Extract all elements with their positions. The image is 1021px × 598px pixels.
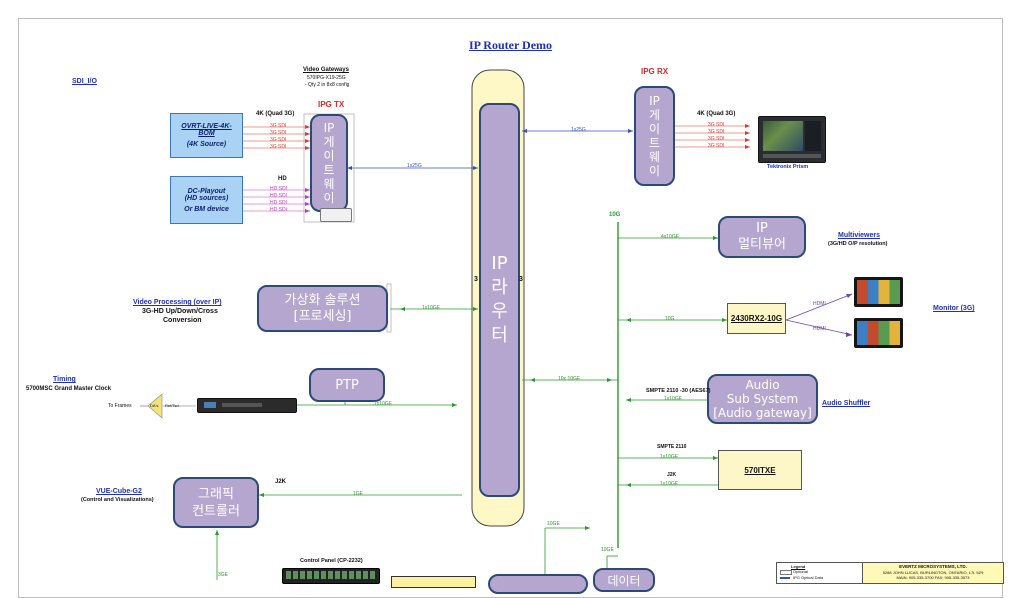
bottom-block-partial[interactable]: [488, 574, 588, 594]
sdi-3g-rx-1: 3G SDI: [708, 129, 725, 135]
ovrt-line3: (4K Source): [186, 141, 227, 148]
vue-label: VUE-Cube-G2: [96, 488, 142, 495]
page-title: IP Router Demo: [468, 38, 553, 52]
sdi-3g-rx-2: 3G SDI: [708, 136, 725, 142]
multiviewers-sub: (3G/HD O/P resolution): [828, 241, 888, 247]
quad3g-rx-label: 4K (Quad 3G): [697, 111, 736, 117]
ipg-rx-label: IPG RX: [641, 67, 669, 76]
sdi-lines-tx: [243, 126, 310, 149]
sdi-hd-1: HD SDI: [270, 193, 287, 199]
gateway-note: - Qty 2 in 8x8 config: [305, 82, 350, 88]
ovrt-source-box: OVRT-LIVE-4K- BOM (4K Source): [170, 113, 243, 158]
gateway-model: 570IPG-X19-25G: [307, 75, 346, 81]
ptp-block[interactable]: PTP: [309, 368, 385, 402]
virtualization-solution[interactable]: 가상화 솔루션 [프로세싱]: [257, 285, 388, 332]
company-name: EVERTZ MICROSYSTEMS, LTD.: [899, 564, 967, 569]
sdi-3g-0: 3G SDI: [270, 123, 287, 129]
three-ge-label: 3GE: [218, 572, 229, 578]
bus-10g-label: 10G: [609, 212, 621, 218]
control-panel-device: [282, 568, 380, 584]
mv-link-label: 4x10GE: [661, 234, 680, 240]
quad3g-tx-label: 4K (Quad 3G): [256, 111, 295, 117]
tx-router-link-label: 1x25G: [407, 163, 422, 169]
sdi-3g-3: 3G SDI: [270, 144, 287, 150]
graphic-link-label: 1GE: [353, 491, 364, 497]
bottom-yellow-partial: [391, 576, 476, 588]
ovrt-line2: BOM: [198, 130, 215, 137]
rx2-box[interactable]: 2430RX2-10G: [727, 303, 786, 334]
master-clock-device: [197, 398, 297, 413]
company-phone: MAIN: 905-335-3700 FAX: 905-335-3573: [896, 575, 970, 580]
router-audio-link-label: 10x 10GE: [558, 376, 581, 382]
virt-link-label: 1x10GE: [422, 305, 441, 311]
legend-title: Legend: [791, 564, 806, 569]
sdi-hd-2: HD SDI: [270, 200, 287, 206]
router-rx-link-label: 1x25G: [571, 127, 586, 133]
sdi-3g-2: 3G SDI: [270, 137, 287, 143]
control-panel-label: Control Panel (CP-2232): [300, 558, 363, 564]
monitor-device-2: [854, 318, 903, 348]
dc-line2: (HD sources): [184, 194, 229, 202]
hdmi-label-2: HDMI: [813, 326, 826, 332]
to-frames-label: To Frames: [108, 403, 132, 409]
ovrt-line1: OVRT-LIVE-4K-: [181, 123, 232, 130]
sdi-3g-rx-3: 3G SDI: [708, 143, 725, 149]
ip-multiviewer[interactable]: IP 멀티뷰어: [718, 216, 806, 258]
ip-router[interactable]: IP 라 우 터: [479, 103, 520, 497]
multiviewers-label: Multiviewers: [838, 232, 881, 239]
video-processing-sub2: Conversion: [163, 317, 202, 324]
sdi-3g-1: 3G SDI: [270, 130, 287, 136]
ipg-tx-label: IPG TX: [318, 100, 345, 109]
hdmi-label-1: HDMI: [813, 301, 826, 307]
sdi-lines-rx: [675, 125, 750, 148]
sdi-hd-3: HD SDI: [270, 207, 287, 213]
legend-box: Legend Optional IPG Optical Data: [776, 562, 864, 584]
itxe-link1-label: 1x10GE: [660, 454, 679, 460]
hd-label: HD: [278, 176, 287, 182]
legend-ipg-optical: IPG Optical Data: [793, 575, 824, 580]
vue-sub: (Control and Visualizations): [81, 497, 154, 503]
ipg-tx-gateway[interactable]: IP 게 이 트 웨 이: [310, 114, 348, 212]
router-side-left: 3: [474, 276, 478, 283]
audio-shuffler-label: Audio Shuffler: [822, 400, 871, 407]
company-address: 5288 JOHN LUCAS, BURLINGTON, ONTARIO, L7…: [882, 570, 984, 575]
itxe-smpte-label: SMPTE 2110: [657, 444, 687, 450]
bottom-10ge-b: 10GE: [601, 547, 614, 553]
smpte-aes-label: SMPTE 2110 -30 (AES67): [646, 388, 711, 394]
monitor-device-1: [854, 277, 903, 307]
audio-subsystem[interactable]: Audio Sub System [Audio gateway]: [707, 374, 818, 424]
bottom-10ge-a: 10GE: [547, 521, 560, 527]
company-info-box: EVERTZ MICROSYSTEMS, LTD. 5288 JOHN LUCA…: [862, 562, 1004, 584]
timing-label: Timing: [53, 376, 76, 383]
da-label: DA's: [150, 403, 159, 408]
timing-sub: 5700MSC Grand Master Clock: [26, 386, 112, 392]
legend-optional: Optional: [793, 569, 808, 574]
video-processing-label: Video Processing (over IP): [133, 299, 222, 306]
audio-link-label: 1x10GE: [664, 396, 683, 402]
data-block-partial[interactable]: 데이터: [593, 568, 655, 592]
itxe-link2-label: 1x10GE: [660, 481, 679, 487]
dc-source-box: DC-Playout (HD sources) Or BM device: [170, 176, 243, 224]
gateway-card-device: [320, 208, 352, 222]
sdi-io-label: SDI_I/O: [72, 78, 97, 85]
rx2-link-label: 10G: [665, 316, 675, 322]
dc-line1: DC-Playout: [187, 187, 226, 195]
tektronix-prism-device: [758, 116, 826, 163]
hd-lines-tx: [243, 189, 310, 212]
dc-line3: Or BM device: [184, 205, 229, 213]
video-processing-sub1: 3G-HD Up/Down/Cross: [142, 308, 218, 315]
monitor-label: Monitor (3G): [933, 305, 975, 312]
sdi-hd-0: HD SDI: [270, 186, 287, 192]
ref-label: Ref/Tsd: [165, 403, 179, 408]
j2k-graphic-label: J2K: [275, 479, 287, 485]
video-gateways-header: Video Gateways: [303, 67, 349, 73]
tektronix-label: Tektronix Prism: [767, 164, 809, 170]
ptp-link-label: 1x10GE: [374, 401, 393, 407]
graphic-controller[interactable]: 그래픽 컨트롤러: [173, 477, 259, 528]
itxe-j2k-label: J2K: [667, 472, 677, 478]
itxe-box[interactable]: 570ITXE: [718, 450, 802, 490]
router-side-right: 3: [519, 276, 523, 283]
sdi-3g-rx-0: 3G SDI: [708, 122, 725, 128]
ipg-rx-gateway[interactable]: IP 게 이 트 웨 이: [634, 86, 675, 186]
